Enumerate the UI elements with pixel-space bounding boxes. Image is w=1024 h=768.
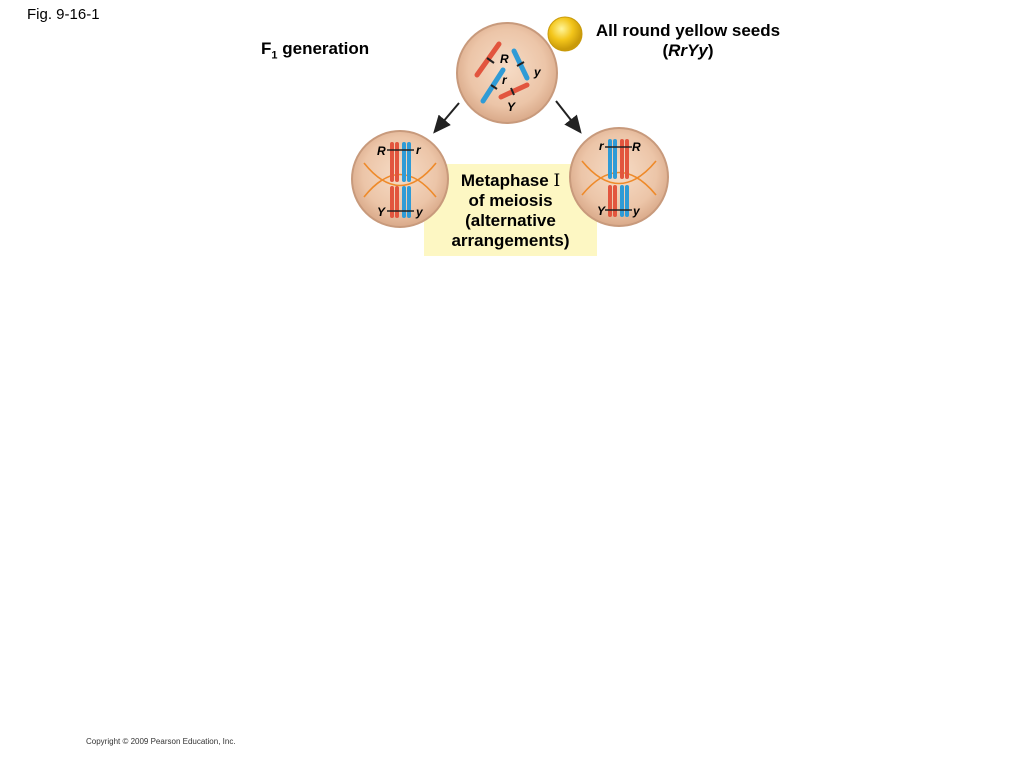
close-paren: ) xyxy=(707,41,714,60)
generation-label: F1 generation xyxy=(261,39,369,61)
chromosome-y xyxy=(511,48,530,81)
generation-suffix: generation xyxy=(277,39,370,58)
stage-caption-line3: (alternative xyxy=(465,211,556,230)
stage-word: Metaphase xyxy=(460,171,554,190)
seed-genotype: RrYy xyxy=(668,41,708,60)
figure-label: Fig. 9-16-1 xyxy=(27,6,100,23)
chromosome-r xyxy=(480,67,506,104)
metaphase-cell-left: R r Y y xyxy=(351,130,449,228)
copyright: Copyright © 2009 Pearson Education, Inc. xyxy=(86,737,236,746)
stage-caption-line1: Metaphase I xyxy=(424,171,597,191)
left-allele-bottom-right: y xyxy=(415,205,424,219)
chromosome-R xyxy=(474,41,502,78)
left-allele-top-left: R xyxy=(377,144,386,158)
metaphase-cell-right: r R Y y xyxy=(569,127,669,227)
open-paren: ( xyxy=(662,41,669,60)
stage-caption-line2: of meiosis xyxy=(468,191,553,210)
right-allele-top-right: R xyxy=(632,140,641,154)
left-allele-top-right: r xyxy=(416,143,422,157)
allele-label-R: R xyxy=(500,52,509,66)
yellow-seed-icon xyxy=(547,16,583,52)
generation-prefix: F xyxy=(261,39,272,58)
allele-label-Y: Y xyxy=(507,100,516,114)
right-allele-bottom-left: Y xyxy=(597,204,606,218)
left-allele-bottom-left: Y xyxy=(377,205,386,219)
allele-label-y: y xyxy=(533,65,542,79)
seed-caption: All round yellow seeds (RrYy) xyxy=(580,21,796,61)
stage-caption: Metaphase I of meiosis (alternative arra… xyxy=(424,171,597,251)
stage-caption-line4: arrangements) xyxy=(451,231,570,250)
stage-caption-box xyxy=(424,164,597,256)
stage-numeral: I xyxy=(553,171,561,191)
arrow-left xyxy=(433,102,460,134)
arrow-right xyxy=(555,100,582,134)
generation-subscript: 1 xyxy=(271,49,278,62)
allele-label-r: r xyxy=(502,73,508,87)
seed-genotype-line: (RrYy) xyxy=(580,41,796,61)
right-allele-top-left: r xyxy=(599,139,605,153)
chromosome-Y xyxy=(498,82,530,100)
right-allele-bottom-right: y xyxy=(632,204,641,218)
parent-cell: R y r Y xyxy=(456,22,558,124)
seed-caption-line1: All round yellow seeds xyxy=(595,21,781,40)
